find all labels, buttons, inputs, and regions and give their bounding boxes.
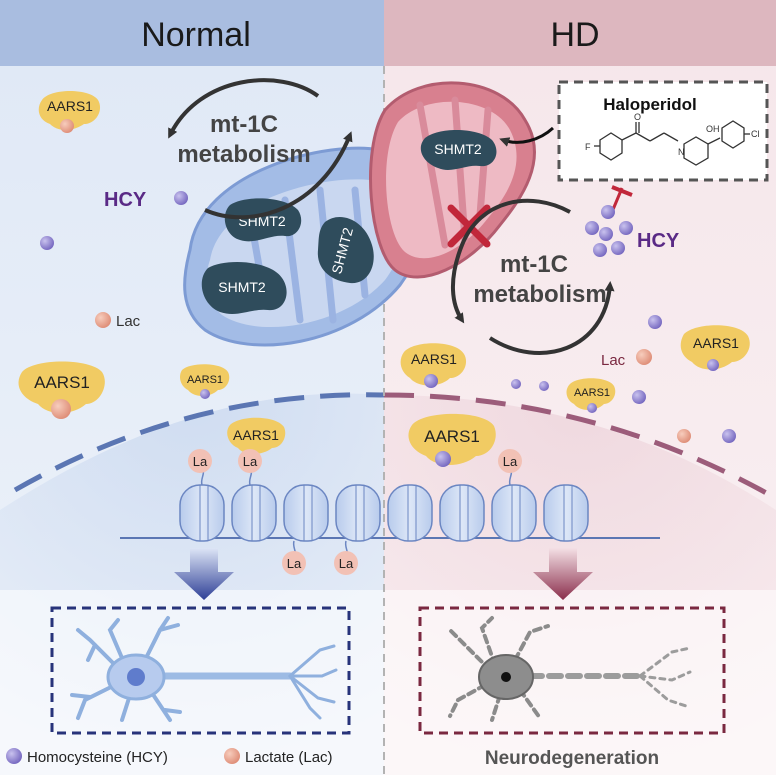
hd-header-title: HD (550, 16, 599, 54)
hd-down-arrow (533, 548, 593, 600)
normal-lac-label: Lac (116, 313, 141, 330)
nucleosome (543, 484, 589, 542)
haloperidol-structure (594, 120, 750, 166)
normal-hcy-label: HCY (104, 189, 147, 211)
la-tag-4: La (334, 540, 358, 575)
haloperidol-label: Haloperidol (603, 95, 697, 114)
svg-text:O: O (634, 112, 641, 122)
la-tag-1: La (188, 449, 212, 486)
normal-header-title: Normal (141, 16, 251, 54)
normal-cycle-label-1: mt-1C (210, 111, 278, 138)
hcy-dot (174, 191, 188, 205)
svg-text:OH: OH (706, 124, 720, 134)
svg-text:La: La (339, 556, 354, 571)
legend: Homocysteine (HCY) Lactate (Lac) (6, 748, 333, 766)
normal-aars1-1: AARS1 (38, 91, 101, 133)
nucleosome (491, 484, 537, 542)
hcy-dot (40, 236, 54, 250)
lactate-dot (677, 429, 691, 443)
svg-text:La: La (287, 556, 302, 571)
nucleosome-row (179, 484, 589, 542)
svg-text:La: La (193, 454, 208, 469)
normal-header-bar (0, 0, 384, 66)
haloperidol-box: Haloperidol O OH F N Cl (557, 80, 769, 182)
nucleosome (283, 484, 329, 542)
hd-shmt2: SHMT2 (420, 129, 497, 170)
hd-nuclear-membrane (383, 392, 772, 498)
hd-header-bar (384, 0, 776, 66)
la-tag-5: La (498, 449, 522, 486)
svg-text:AARS1: AARS1 (424, 427, 480, 446)
legend-lac-dot (224, 748, 240, 764)
normal-cycle-label-2: metabolism (177, 141, 310, 168)
svg-text:AARS1: AARS1 (47, 98, 93, 114)
hd-cycle: mt-1C metabolism (451, 198, 615, 355)
nucleosome (231, 484, 277, 542)
healthy-neuron (70, 616, 338, 722)
svg-text:SHMT2: SHMT2 (218, 279, 266, 295)
svg-text:AARS1: AARS1 (693, 335, 739, 351)
hd-aars1-1: AARS1 (400, 343, 467, 388)
nucleosome (335, 484, 381, 542)
haloperidol-arrow (499, 126, 555, 147)
hd-aars1-2: AARS1 (680, 325, 750, 371)
normal-nuclear-membrane (13, 392, 385, 493)
hd-aars1-4: AARS1 (408, 413, 496, 467)
hd-cycle-label-1: mt-1C (500, 251, 568, 278)
normal-down-arrow (174, 548, 234, 600)
nucleosome (439, 484, 485, 542)
hcy-dot (511, 379, 521, 389)
svg-text:SHMT2: SHMT2 (434, 141, 482, 157)
hd-aars1-3: AARS1 (566, 378, 616, 413)
legend-hcy-dot (6, 748, 22, 764)
hcy-dot (648, 315, 662, 329)
lactate-dot (636, 349, 652, 365)
normal-cycle: mt-1C metabolism (168, 78, 353, 220)
hd-cycle-label-2: metabolism (473, 281, 606, 308)
svg-text:AARS1: AARS1 (574, 387, 610, 399)
normal-shmt2-2: SHMT2 (201, 262, 287, 314)
legend-hcy-label: Homocysteine (HCY) (27, 749, 168, 766)
svg-text:AARS1: AARS1 (187, 374, 223, 386)
hd-lac-label: Lac (601, 352, 626, 369)
legend-lac-label: Lactate (Lac) (245, 749, 333, 766)
svg-text:La: La (243, 454, 258, 469)
svg-text:N: N (678, 147, 685, 157)
normal-aars1-4: AARS1 (227, 417, 286, 454)
normal-neuron-box (50, 606, 351, 735)
svg-text:La: La (503, 454, 518, 469)
normal-aars1-2: AARS1 (18, 361, 105, 419)
hcy-dot (722, 429, 736, 443)
degenerating-neuron (446, 616, 692, 722)
blocked-x (447, 204, 491, 248)
hd-neuron-box (418, 606, 726, 735)
la-tag-2: La (238, 449, 262, 486)
neurodegeneration-label: Neurodegeneration (485, 748, 659, 769)
la-tag-3: La (282, 540, 306, 575)
hd-hcy-cluster (585, 205, 633, 257)
hd-hcy-label: HCY (637, 230, 680, 252)
svg-text:AARS1: AARS1 (411, 351, 457, 367)
svg-text:AARS1: AARS1 (34, 373, 90, 392)
normal-shmt2-3: SHMT2 (317, 216, 374, 284)
hcy-dot (539, 381, 549, 391)
nucleosome (387, 484, 433, 542)
lactate-dot (95, 312, 111, 328)
normal-aars1-3: AARS1 (180, 364, 230, 399)
nucleosome (179, 484, 225, 542)
hcy-dot (632, 390, 646, 404)
svg-text:Cl: Cl (751, 129, 760, 139)
svg-text:F: F (585, 142, 591, 152)
svg-text:AARS1: AARS1 (233, 427, 279, 443)
